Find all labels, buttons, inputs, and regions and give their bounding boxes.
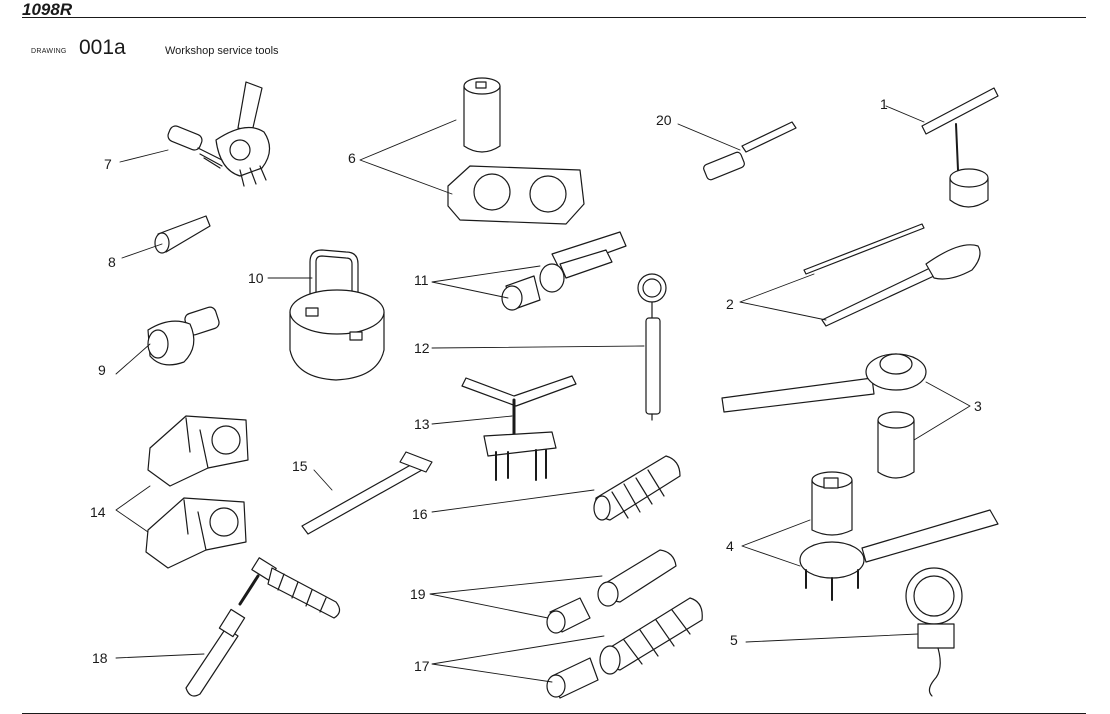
tool-16-knurled-sleeve <box>593 455 681 521</box>
callout-1: 1 <box>880 96 888 112</box>
tool-6-socket-and-plate <box>447 77 585 225</box>
tool-11-sockets <box>501 231 627 311</box>
tool-5-dial-gauge <box>905 567 963 697</box>
callout-8: 8 <box>108 254 116 270</box>
tool-9-bell-socket <box>147 306 220 366</box>
drawing-label: DRAWING <box>31 48 67 55</box>
callout-6: 6 <box>348 150 356 166</box>
callout-11: 11 <box>414 272 429 288</box>
tool-20-pin-tool <box>703 121 797 181</box>
callout-9: 9 <box>98 362 106 378</box>
tool-3-spanner-and-socket <box>721 353 927 479</box>
tool-8-cone-adapter <box>154 215 211 254</box>
model-logo: 1098R <box>22 1 73 19</box>
callout-18: 18 <box>92 650 108 666</box>
svg-text:1098R: 1098R <box>22 1 73 19</box>
header-rule <box>22 17 1086 18</box>
tool-14-engine-stands <box>145 415 249 569</box>
callout-7: 7 <box>104 156 112 172</box>
callout-2: 2 <box>726 296 734 312</box>
tool-13-puller <box>461 375 577 481</box>
callout-16: 16 <box>412 506 428 522</box>
drawing-number: 001a <box>79 36 126 59</box>
page-title: Workshop service tools <box>165 45 279 57</box>
tool-7-crank-tool <box>167 81 271 187</box>
callout-3: 3 <box>974 398 982 414</box>
callout-20: 20 <box>656 112 672 128</box>
tool-17-sleeve-and-socket <box>546 597 703 699</box>
callout-5: 5 <box>730 632 738 648</box>
callout-4: 4 <box>726 538 734 554</box>
callout-12: 12 <box>414 340 430 356</box>
callout-10: 10 <box>248 270 264 286</box>
callout-15: 15 <box>292 458 308 474</box>
callout-19: 19 <box>410 586 426 602</box>
tool-4-socket-and-spanner <box>799 471 999 601</box>
tool-10-circular-puller <box>289 249 385 381</box>
tool-18-t-handle <box>185 557 341 697</box>
tool-1-t-wrench <box>921 87 999 208</box>
callout-13: 13 <box>414 416 430 432</box>
tool-15-bar <box>301 451 433 535</box>
tool-12-dial-bore-gauge <box>637 273 667 421</box>
leader-lines <box>115 105 971 683</box>
callout-17: 17 <box>414 658 430 674</box>
tool-2-rod-and-screwdriver <box>803 223 981 327</box>
callout-14: 14 <box>90 504 106 520</box>
tool-19-sockets <box>546 549 677 634</box>
